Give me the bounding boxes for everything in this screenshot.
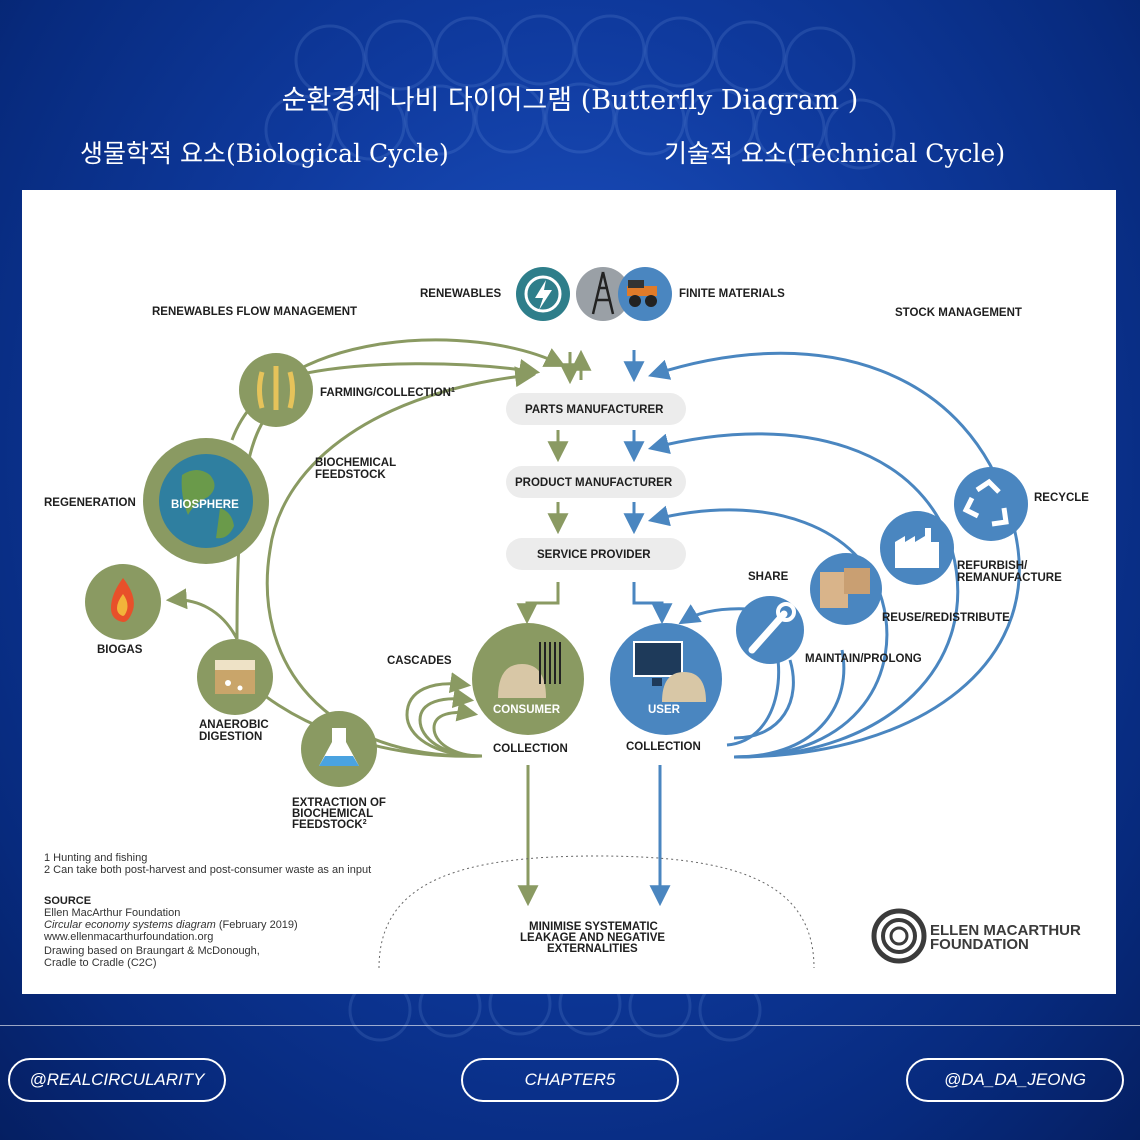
emf-logo-icon — [871, 908, 927, 964]
anaerobic-label-2: DIGESTION — [199, 731, 262, 743]
consumer-icon — [472, 623, 584, 735]
renewables-flow-label: RENEWABLES FLOW MANAGEMENT — [152, 306, 357, 318]
user-icon — [610, 623, 722, 735]
refurbish-label-1: REFURBISH/ — [957, 560, 1028, 572]
parts-manufacturer-label: PARTS MANUFACTURER — [525, 404, 664, 416]
technical-flows — [623, 350, 1021, 907]
leakage-label-3: EXTERNALITIES — [547, 943, 638, 955]
source-line-2: Circular economy systems diagram (Februa… — [44, 919, 298, 931]
leakage-label-1: MINIMISE SYSTEMATIC — [529, 921, 658, 933]
anaerobic-digestion-icon — [197, 639, 273, 715]
biochemical-feedstock-label-2: FEEDSTOCK — [315, 469, 386, 481]
page-title: 순환경제 나비 다이어그램 (Butterfly Diagram ) — [281, 85, 859, 116]
right-handle-button[interactable]: @DA_DA_JEONG — [906, 1058, 1124, 1102]
tech-cycle-heading: 기술적 요소(Technical Cycle) — [664, 139, 1006, 168]
biochemical-feedstock-label-1: BIOCHEMICAL — [315, 457, 396, 469]
consumer-label: CONSUMER — [493, 704, 561, 716]
cascades-label: CASCADES — [387, 655, 452, 667]
share-label: SHARE — [748, 571, 789, 583]
bio-cycle-heading: 생물학적 요소(Biological Cycle) — [80, 139, 449, 168]
recycle-icon — [954, 467, 1028, 541]
biosphere-label: BIOSPHERE — [171, 499, 239, 511]
chapter-button[interactable]: CHAPTER5 — [461, 1058, 679, 1102]
service-provider-pill — [506, 538, 686, 570]
refurbish-label-2: REMANUFACTURE — [957, 572, 1062, 584]
factory-icon — [880, 511, 954, 585]
service-provider-label: SERVICE PROVIDER — [537, 549, 651, 561]
product-manufacturer-pill — [506, 466, 686, 498]
maintain-label: MAINTAIN/PROLONG — [805, 653, 922, 665]
mining-truck-icon — [618, 267, 672, 321]
source-line-1: Ellen MacArthur Foundation — [44, 907, 180, 919]
extraction-flask-icon — [301, 711, 377, 787]
stock-management-label: STOCK MANAGEMENT — [895, 307, 1022, 319]
footnote-1: 1 Hunting and fishing — [44, 852, 147, 864]
farming-label: FARMING/COLLECTION1 — [320, 387, 455, 399]
renewables-icon — [516, 267, 570, 321]
source-heading: SOURCE — [44, 895, 91, 907]
source-line-3: www.ellenmacarthurfoundation.org — [43, 931, 213, 943]
anaerobic-label-1: ANAEROBIC — [199, 719, 269, 731]
parts-manufacturer-pill — [506, 393, 686, 425]
footnote-2: 2 Can take both post-harvest and post-co… — [44, 864, 371, 876]
extraction-label-3: FEEDSTOCK2 — [292, 819, 367, 831]
source-line-5: Cradle to Cradle (C2C) — [44, 957, 156, 969]
recycle-label: RECYCLE — [1034, 492, 1089, 504]
wrench-icon — [736, 596, 804, 664]
collection-left-label: COLLECTION — [493, 743, 568, 755]
biosphere-globe-icon — [143, 438, 269, 564]
left-handle-button[interactable]: @REALCIRCULARITY — [8, 1058, 226, 1102]
renewables-label: RENEWABLES — [420, 288, 501, 300]
leakage-label-2: LEAKAGE AND NEGATIVE — [520, 932, 665, 944]
leakage-boundary — [378, 855, 815, 969]
user-label: USER — [648, 704, 681, 716]
butterfly-diagram: RENEWABLES FINITE MATERIALS RENEWABLES F… — [22, 190, 1116, 994]
footer-divider — [0, 1025, 1140, 1026]
logo-text-1: ELLEN MACARTHUR — [930, 922, 1081, 939]
collection-right-label: COLLECTION — [626, 741, 701, 753]
extraction-label-1: EXTRACTION OF — [292, 797, 386, 809]
regeneration-label: REGENERATION — [44, 497, 136, 509]
farming-icon — [239, 353, 313, 427]
extraction-label-2: BIOCHEMICAL — [292, 808, 373, 820]
biogas-flame-icon — [85, 564, 161, 640]
source-line-4: Drawing based on Braungart & McDonough, — [44, 945, 260, 957]
oil-derrick-icon — [576, 267, 630, 321]
reuse-label: REUSE/REDISTRIBUTE — [882, 612, 1010, 624]
biogas-label: BIOGAS — [97, 644, 143, 656]
logo-text-2: FOUNDATION — [930, 936, 1029, 953]
product-manufacturer-label: PRODUCT MANUFACTURER — [515, 477, 673, 489]
finite-materials-label: FINITE MATERIALS — [679, 288, 785, 300]
boxes-icon — [810, 553, 882, 625]
